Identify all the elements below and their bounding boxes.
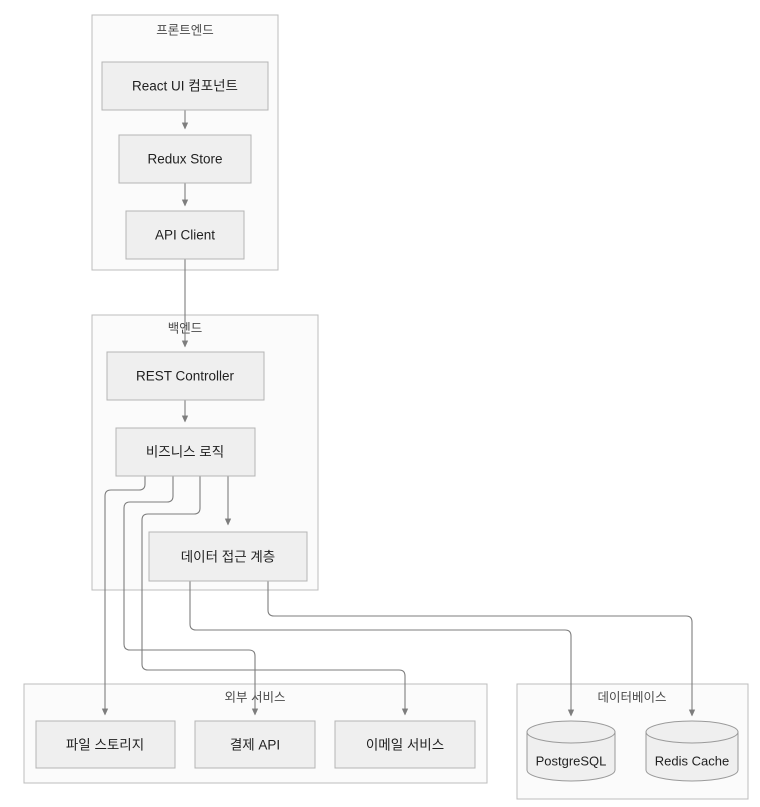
edge-business-logic-to-file-storage	[101, 476, 146, 716]
node-data-access-box[interactable]	[148, 531, 308, 582]
node-business-logic[interactable]: 비즈니스 로직	[115, 427, 256, 477]
node-redis-cache[interactable]: Redis Cache	[645, 720, 739, 782]
node-api-client[interactable]: API Client	[125, 210, 245, 260]
edge-data-access-to-postgresql	[189, 581, 575, 717]
node-redis-cache-cylinder-body[interactable]	[645, 731, 739, 782]
node-redux-store-label: Redux Store	[147, 152, 222, 167]
node-rest-controller-box[interactable]	[106, 351, 265, 401]
node-redis-cache-cylinder-top[interactable]	[645, 720, 739, 744]
node-api-client-label: API Client	[155, 228, 215, 243]
edge-business-logic-to-payment-api	[123, 476, 259, 716]
node-redis-cache-label: Redis Cache	[655, 753, 729, 768]
node-react-ui-box[interactable]	[101, 61, 269, 111]
node-react-ui-label: React UI 컴포넌트	[132, 79, 238, 94]
node-postgresql-label: PostgreSQL	[536, 753, 607, 768]
node-api-client-box[interactable]	[125, 210, 245, 260]
node-file-storage-box[interactable]	[35, 720, 176, 769]
node-business-logic-box[interactable]	[115, 427, 256, 477]
node-file-storage-label: 파일 스토리지	[66, 738, 144, 753]
node-redux-store-box[interactable]	[118, 134, 252, 184]
node-redux-store[interactable]: Redux Store	[118, 134, 252, 184]
cluster-frontend-label: 프론트엔드	[156, 23, 214, 37]
edge-data-access-to-redis-cache	[267, 581, 696, 717]
node-react-ui[interactable]: React UI 컴포넌트	[101, 61, 269, 111]
node-payment-api[interactable]: 결제 API	[194, 720, 316, 769]
node-email-service-box[interactable]	[334, 720, 476, 769]
node-postgresql-cylinder-top[interactable]	[526, 720, 616, 744]
node-rest-controller[interactable]: REST Controller	[106, 351, 265, 401]
cluster-database-label: 데이터베이스	[597, 690, 666, 704]
node-email-service-label: 이메일 서비스	[366, 738, 444, 753]
node-data-access[interactable]: 데이터 접근 계층	[148, 531, 308, 582]
node-postgresql-cylinder-body[interactable]	[526, 731, 616, 782]
node-rest-controller-label: REST Controller	[136, 369, 235, 384]
node-file-storage[interactable]: 파일 스토리지	[35, 720, 176, 769]
node-data-access-label: 데이터 접근 계층	[181, 550, 275, 565]
node-postgresql[interactable]: PostgreSQL	[526, 720, 616, 782]
edge-business-logic-to-email-service	[141, 476, 409, 716]
node-payment-api-box[interactable]	[194, 720, 316, 769]
node-payment-api-label: 결제 API	[230, 738, 280, 753]
node-email-service[interactable]: 이메일 서비스	[334, 720, 476, 769]
node-business-logic-label: 비즈니스 로직	[146, 445, 224, 460]
